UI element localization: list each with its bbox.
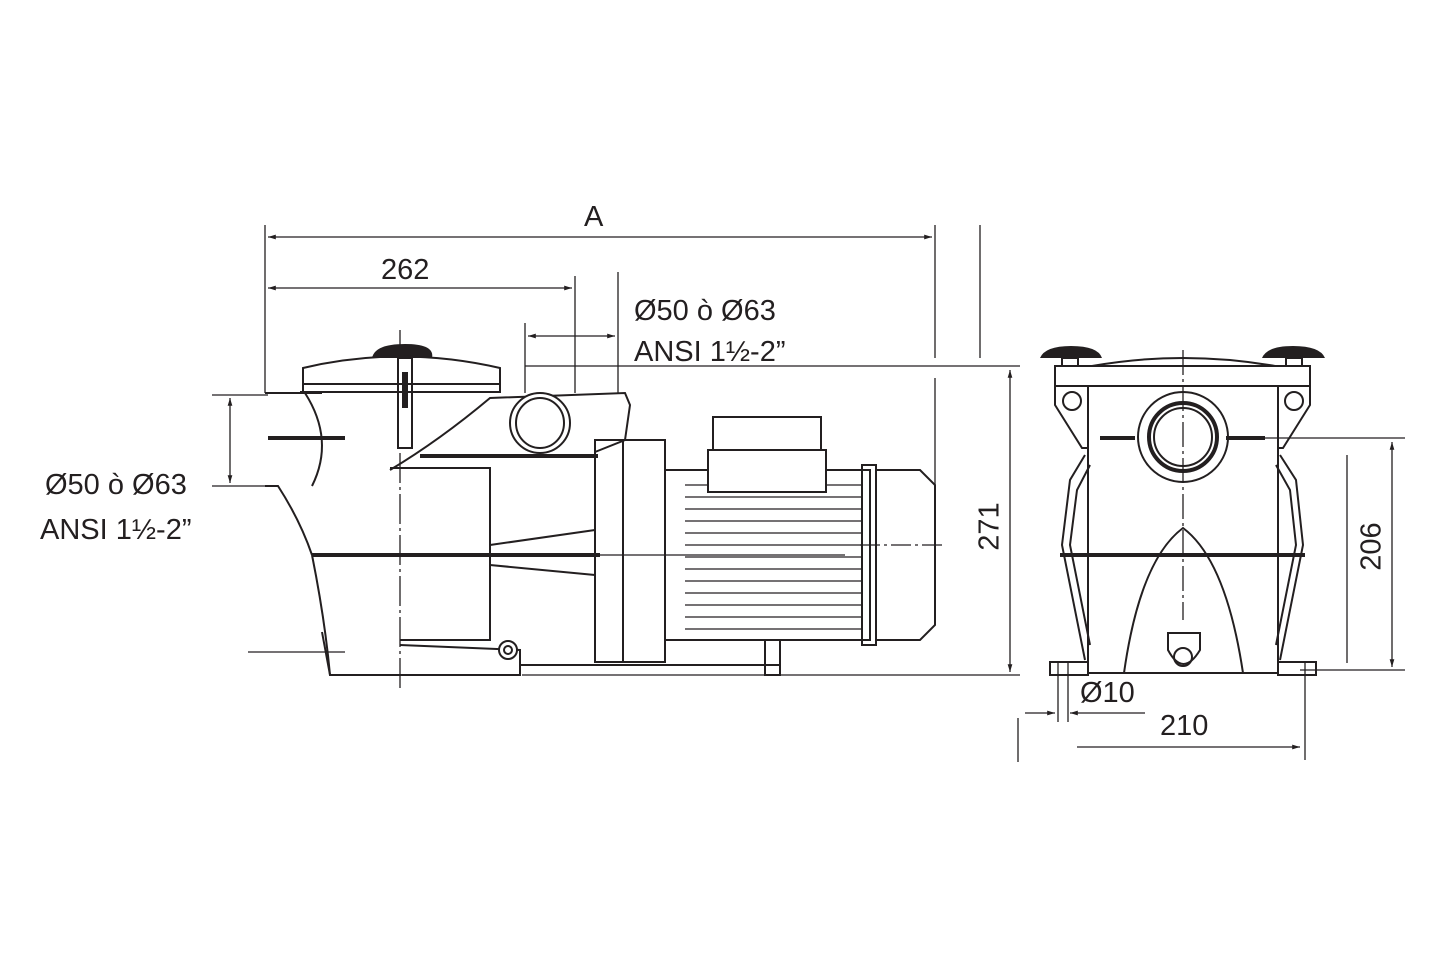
lid-knob-left xyxy=(1040,346,1102,358)
dimension-lines-side xyxy=(212,225,1020,690)
dimension-271-label: 271 xyxy=(973,502,1006,551)
dimension-a-label: A xyxy=(584,201,604,233)
front-view xyxy=(1017,346,1405,762)
outlet-diameter-label: Ø50 ò Ø63 xyxy=(634,295,776,327)
dimension-262-label: 262 xyxy=(381,254,430,286)
dimension-210-label: 210 xyxy=(1160,710,1209,742)
outlet-ansi-label: ANSI 1½-2” xyxy=(634,336,786,368)
dimension-206-label: 206 xyxy=(1355,522,1388,571)
lid-knob xyxy=(372,344,433,358)
inlet-ansi-label: ANSI 1½-2” xyxy=(40,514,192,546)
motor-fins xyxy=(685,484,862,630)
inlet-diameter-label: Ø50 ò Ø63 xyxy=(45,469,187,501)
side-view xyxy=(212,225,1020,690)
bolt-hole-label: Ø10 xyxy=(1080,677,1135,709)
lid-knob-right xyxy=(1262,346,1325,358)
